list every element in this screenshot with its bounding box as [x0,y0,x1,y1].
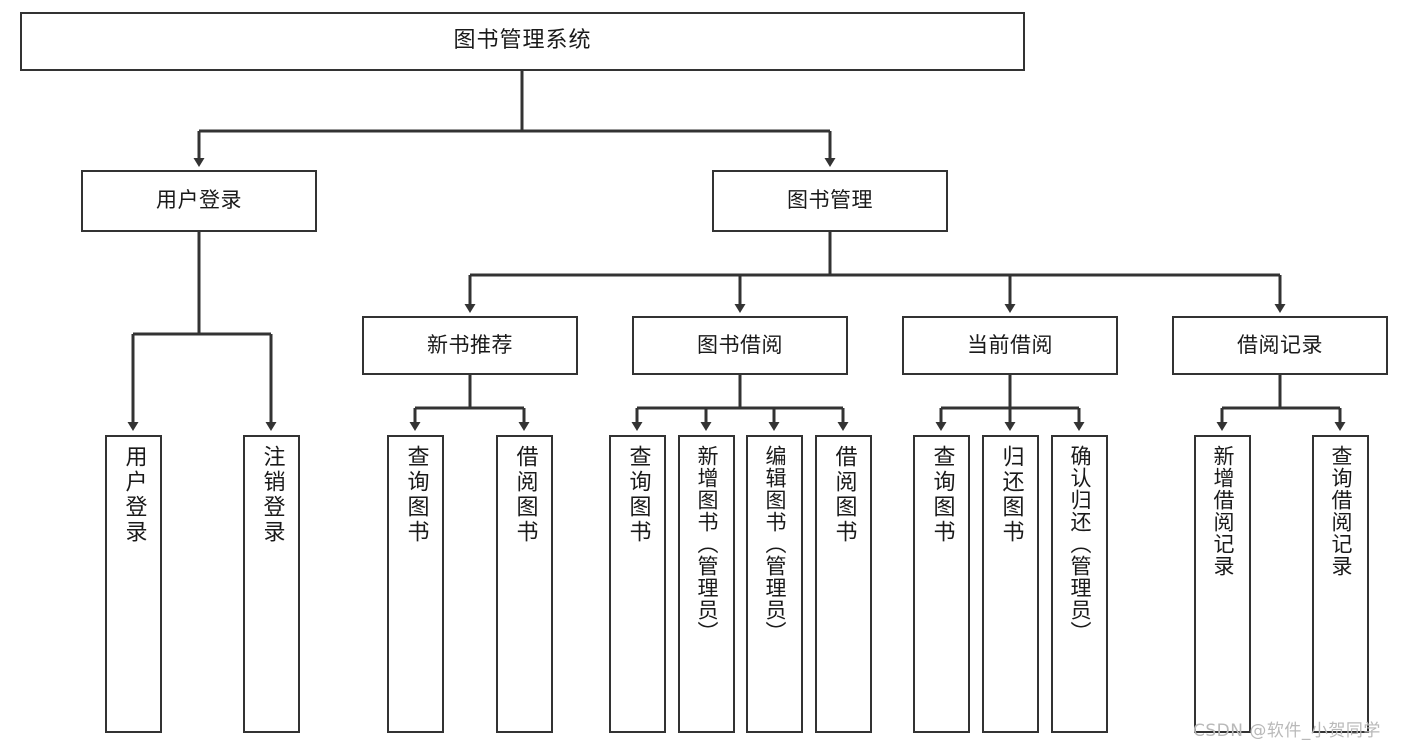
leaf-recommend-borrow-book-label: 借阅图书 [512,445,538,545]
leaf-record-query-record[interactable]: 查询借阅记录 [1312,435,1369,733]
node-user-login-label: 用户登录 [156,188,242,213]
leaf-recommend-query-book[interactable]: 查询图书 [387,435,444,733]
leaf-recommend-query-book-label: 查询图书 [403,445,429,545]
node-user-login[interactable]: 用户登录 [81,170,317,232]
leaf-recommend-borrow-book[interactable]: 借阅图书 [496,435,553,733]
leaf-borrow-add-book-admin[interactable]: 新增图书（管理员） [678,435,735,733]
leaf-borrow-edit-book-admin-label: 编辑图书（管理员） [763,445,787,643]
leaf-borrow-query-book-label: 查询图书 [625,445,651,545]
node-new-book-recommend[interactable]: 新书推荐 [362,316,578,375]
node-book-borrow-label: 图书借阅 [697,332,783,357]
leaf-current-return-book-label: 归还图书 [998,445,1024,545]
node-current-borrow-label: 当前借阅 [967,332,1053,357]
leaf-user-login-logout-label: 注销登录 [259,445,285,545]
node-borrow-record-label: 借阅记录 [1237,332,1323,357]
leaf-record-query-record-label: 查询借阅记录 [1329,445,1353,577]
leaf-borrow-borrow-book-label: 借阅图书 [831,445,857,545]
node-root-label: 图书管理系统 [453,28,592,54]
leaf-borrow-add-book-admin-label: 新增图书（管理员） [695,445,719,643]
leaf-user-login-login[interactable]: 用户登录 [105,435,162,733]
node-book-management-label: 图书管理 [787,188,873,213]
node-new-book-recommend-label: 新书推荐 [427,332,513,357]
leaf-current-query-book[interactable]: 查询图书 [913,435,970,733]
leaf-user-login-logout[interactable]: 注销登录 [243,435,300,733]
leaf-current-query-book-label: 查询图书 [929,445,955,545]
node-book-management[interactable]: 图书管理 [712,170,948,232]
leaf-borrow-edit-book-admin[interactable]: 编辑图书（管理员） [746,435,803,733]
leaf-borrow-query-book[interactable]: 查询图书 [609,435,666,733]
leaf-borrow-borrow-book[interactable]: 借阅图书 [815,435,872,733]
node-borrow-record[interactable]: 借阅记录 [1172,316,1388,375]
leaf-record-add-record-label: 新增借阅记录 [1211,445,1235,577]
leaf-current-return-book[interactable]: 归还图书 [982,435,1039,733]
leaf-record-add-record[interactable]: 新增借阅记录 [1194,435,1251,733]
node-current-borrow[interactable]: 当前借阅 [902,316,1118,375]
node-root[interactable]: 图书管理系统 [20,12,1025,71]
leaf-current-confirm-return-admin[interactable]: 确认归还（管理员） [1051,435,1108,733]
csdn-watermark: CSDN @软件_小贺同学 [1193,721,1381,741]
leaf-current-confirm-return-admin-label: 确认归还（管理员） [1068,445,1092,643]
node-book-borrow[interactable]: 图书借阅 [632,316,848,375]
leaf-user-login-login-label: 用户登录 [121,445,147,545]
